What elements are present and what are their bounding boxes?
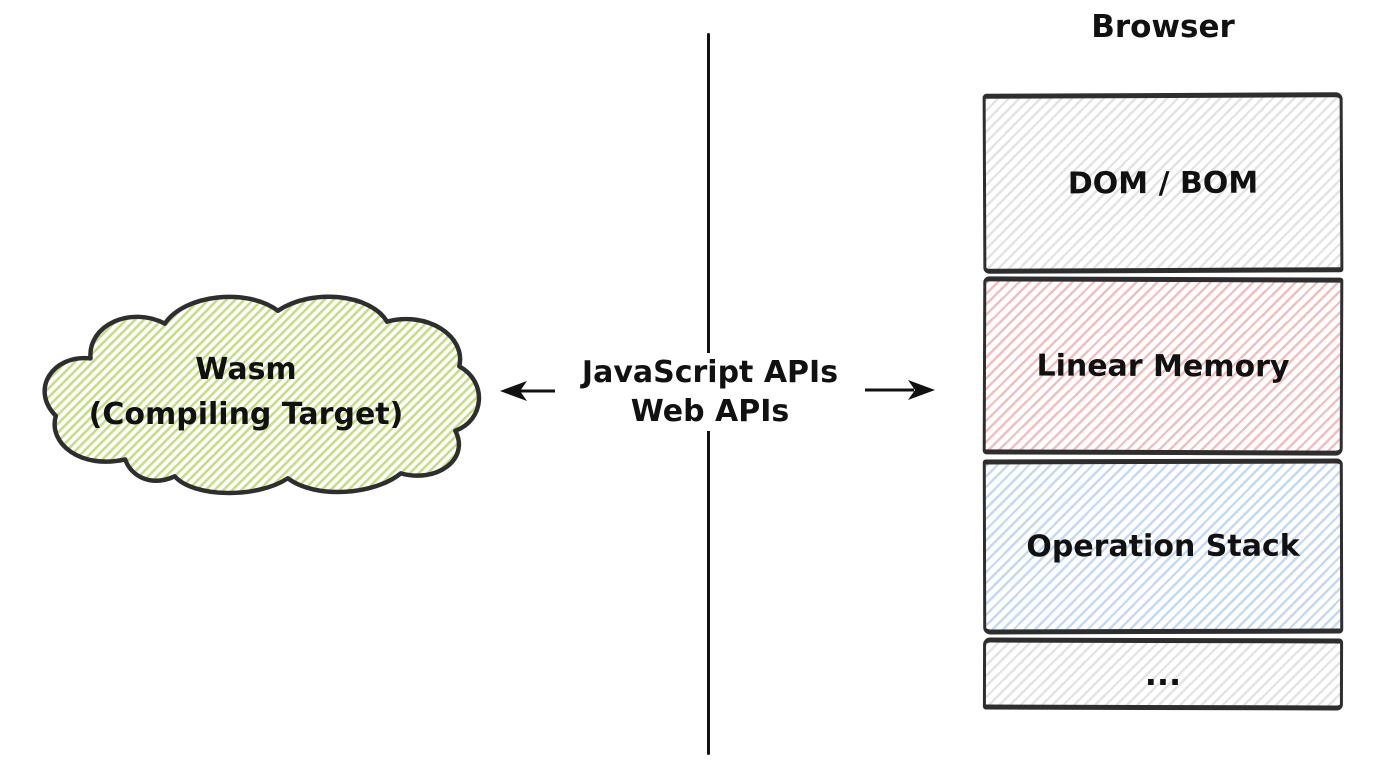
layer-operation-stack: Operation Stack <box>982 458 1344 635</box>
layer-more: ... <box>982 637 1344 711</box>
layer-linear-memory: Linear Memory <box>982 276 1344 456</box>
layer-more-label: ... <box>1144 654 1182 694</box>
bridge-label: JavaScript APIs Web APIs <box>555 353 865 431</box>
browser-stack: DOM / BOM Linear Memory Operation Stack … <box>982 92 1344 711</box>
wasm-cloud-label-line2: (Compiling Target) <box>88 397 404 432</box>
layer-linear-memory-label: Linear Memory <box>1036 348 1290 384</box>
layer-dom-bom-label: DOM / BOM <box>1067 165 1259 201</box>
wasm-cloud-label-line1: Wasm <box>195 352 297 387</box>
layer-operation-stack-label: Operation Stack <box>1026 528 1300 565</box>
bridge-label-line1: JavaScript APIs <box>581 355 839 390</box>
bridge-label-line2: Web APIs <box>630 394 790 429</box>
cloud-shape <box>42 294 482 496</box>
wasm-cloud-label: Wasm (Compiling Target) <box>31 347 461 437</box>
wasm-cloud <box>42 294 482 496</box>
layer-dom-bom: DOM / BOM <box>982 92 1344 274</box>
browser-title: Browser <box>1091 9 1235 45</box>
